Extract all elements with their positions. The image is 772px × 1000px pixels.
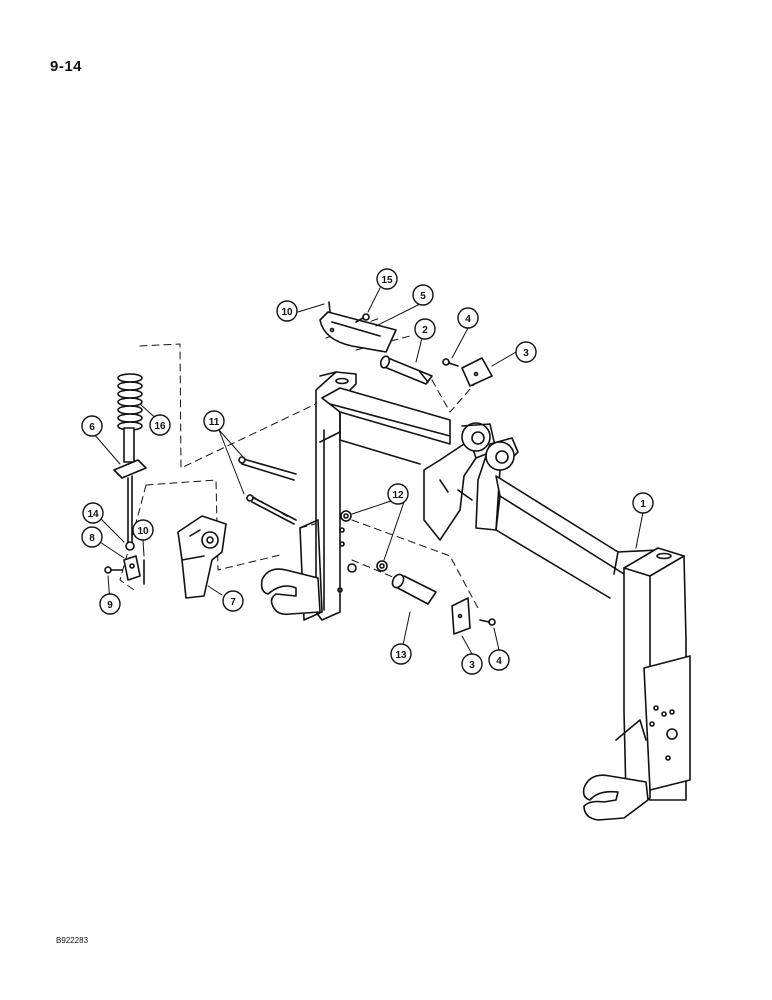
svg-text:8: 8	[89, 533, 95, 544]
callout-10-top: 10	[276, 300, 298, 322]
callout-16: 16	[149, 414, 171, 436]
lever-handle	[177, 515, 227, 599]
page-number: 9-14	[50, 58, 83, 75]
assembly-guide-lines	[119, 317, 479, 609]
cotter-pin-top	[328, 301, 331, 313]
callout-5: 5	[412, 284, 434, 306]
svg-text:4: 4	[496, 656, 502, 667]
spring	[117, 373, 143, 431]
quick-hitch-frame	[260, 371, 691, 821]
callout-3-bottom: 3	[461, 653, 483, 675]
svg-text:16: 16	[154, 421, 166, 432]
svg-text:1: 1	[640, 499, 646, 510]
svg-text:11: 11	[209, 417, 220, 428]
bolt-bottom	[479, 618, 496, 626]
long-bolts	[238, 456, 297, 525]
callout-4-bottom: 4	[488, 649, 510, 671]
callouts: 1 2 3 3 4 4 5 6	[81, 268, 654, 675]
callout-7: 7	[222, 590, 244, 612]
svg-text:12: 12	[392, 490, 404, 501]
callout-14: 14	[82, 502, 104, 524]
svg-text:9: 9	[107, 600, 113, 611]
retainer-plate-top	[461, 357, 493, 387]
callout-8: 8	[81, 526, 103, 548]
svg-text:6: 6	[89, 422, 95, 433]
callout-15: 15	[376, 268, 398, 290]
svg-text:14: 14	[87, 509, 99, 520]
callout-10-lower: 10	[132, 519, 154, 541]
callout-11: 11	[203, 410, 225, 432]
svg-text:4: 4	[465, 314, 471, 325]
bolt-top	[442, 358, 459, 367]
callout-4-top: 4	[457, 307, 479, 329]
pin-13	[391, 573, 437, 605]
screw-15	[355, 313, 370, 323]
latch-plate	[319, 311, 397, 353]
callout-13: 13	[390, 643, 412, 665]
svg-text:15: 15	[381, 275, 393, 286]
svg-text:10: 10	[281, 307, 293, 318]
svg-text:13: 13	[395, 650, 407, 661]
svg-text:2: 2	[422, 325, 428, 336]
pin-2	[379, 355, 433, 385]
callout-6: 6	[81, 415, 103, 437]
svg-text:3: 3	[469, 660, 475, 671]
callout-9: 9	[99, 593, 121, 615]
svg-text:5: 5	[420, 291, 426, 302]
washer-14	[125, 541, 135, 551]
figure-code: B922283	[56, 936, 89, 945]
retainer-plate-bottom	[451, 597, 471, 635]
svg-text:3: 3	[523, 348, 529, 359]
callout-1: 1	[632, 492, 654, 514]
callout-3-top: 3	[515, 341, 537, 363]
callout-2: 2	[414, 318, 436, 340]
latch-rod	[113, 427, 147, 549]
clevis-8	[123, 555, 141, 581]
nuts	[340, 510, 388, 572]
leader-lines	[93, 287, 644, 655]
svg-text:7: 7	[230, 597, 236, 608]
callout-12: 12	[387, 483, 409, 505]
bolt-9	[104, 566, 123, 574]
svg-text:10: 10	[137, 526, 149, 537]
